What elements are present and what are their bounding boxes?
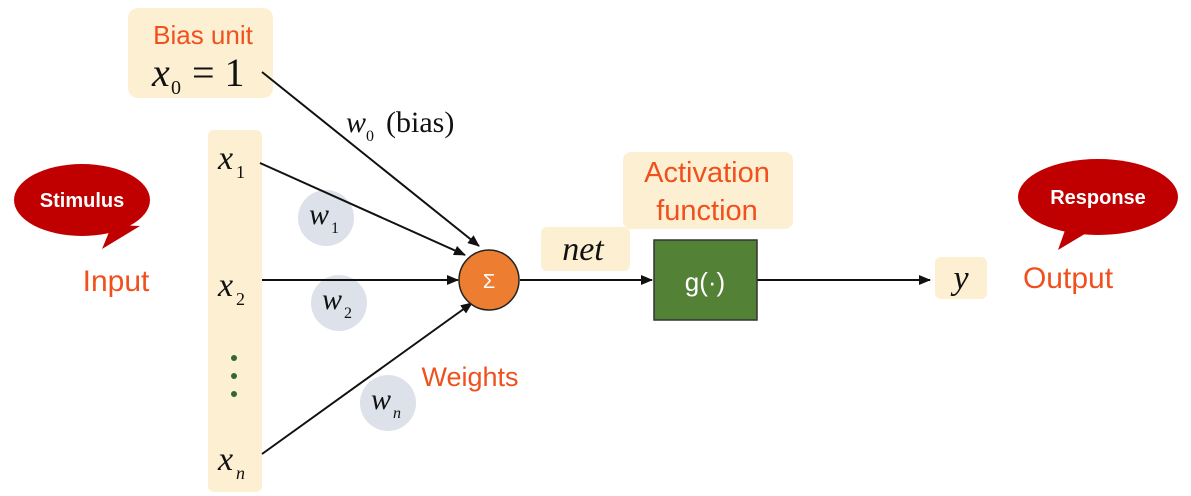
stimulus-bubble: Stimulus (14, 164, 150, 249)
input-dots (231, 355, 237, 397)
input-x1: x 1 (217, 140, 245, 182)
net-highlight (541, 227, 630, 271)
input-column-highlight (208, 130, 262, 492)
x1-connection (259, 162, 466, 256)
response-bubble: Response (1018, 159, 1178, 250)
xn-main: x (217, 441, 233, 478)
w2-subscript: 2 (344, 305, 352, 322)
activation-label-line2: function (656, 195, 758, 227)
input-label: Input (83, 265, 150, 298)
w2-main: w (322, 283, 342, 316)
bias-x: x (151, 50, 170, 95)
input-xn: x n (217, 441, 245, 483)
x2-main: x (217, 267, 233, 304)
weight-circle-n (360, 375, 416, 431)
bias-formula: x 0 = 1 (151, 50, 245, 99)
w1-main: w (309, 198, 329, 231)
bias-equals-one: = 1 (192, 50, 245, 95)
activation-function-symbol: g(·) (685, 267, 725, 297)
stimulus-label: Stimulus (40, 190, 124, 212)
bias-unit-highlight (128, 8, 273, 98)
weight-w1: w 1 (309, 198, 339, 237)
activation-highlight (623, 152, 793, 229)
summation-node (458, 249, 520, 311)
bias-weight-w: w (346, 106, 366, 139)
sigma-symbol: Σ (483, 271, 495, 293)
bias-weight-subscript: 0 (366, 128, 374, 145)
wn-main: w (371, 383, 391, 416)
x2-subscript: 2 (236, 289, 245, 309)
xn-subscript: n (236, 463, 245, 483)
weight-w2: w 2 (322, 283, 352, 322)
weight-circle-2 (311, 275, 367, 331)
net-label: net (562, 231, 605, 268)
input-x2: x 2 (217, 267, 245, 309)
w1-subscript: 1 (331, 220, 339, 237)
output-y: y (950, 260, 969, 297)
wn-subscript: n (393, 405, 401, 422)
output-highlight (935, 257, 987, 299)
bias-weight-label: w 0 (bias) (346, 106, 454, 145)
x1-subscript: 1 (236, 162, 245, 182)
xn-connection (261, 302, 473, 455)
weight-wn: w n (371, 383, 401, 422)
bias-x-subscript: 0 (171, 77, 181, 99)
weight-circle-1 (298, 190, 354, 246)
bias-unit-label: Bias unit (153, 20, 253, 50)
weights-label: Weights (421, 362, 518, 392)
activation-label-line1: Activation (644, 157, 770, 189)
bias-weight-text: (bias) (386, 106, 454, 139)
response-label: Response (1050, 187, 1146, 209)
activation-box (653, 239, 758, 321)
output-label: Output (1023, 262, 1114, 295)
bias-connection (261, 71, 480, 247)
x1-main: x (217, 140, 233, 177)
